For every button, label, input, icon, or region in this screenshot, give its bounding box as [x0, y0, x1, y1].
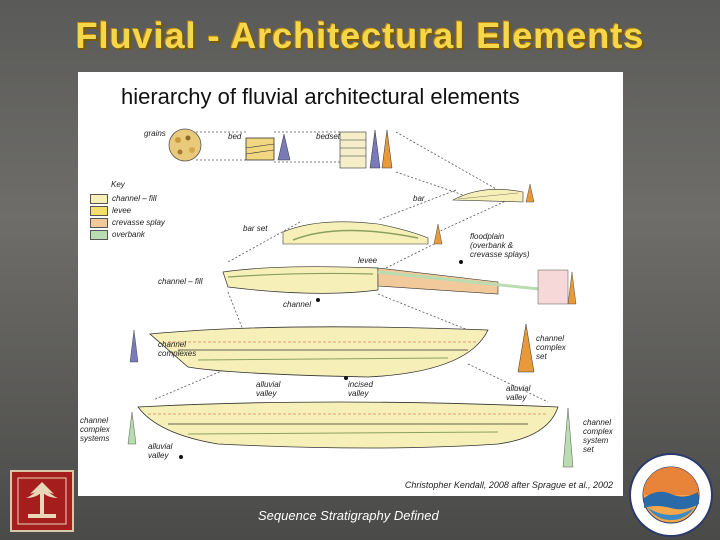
grains-element [169, 129, 201, 161]
key-swatch [90, 218, 108, 228]
bar-element [453, 184, 534, 202]
label-bedset: bedset [316, 132, 340, 141]
label-channel-fill: channel – fill [158, 277, 202, 286]
key-swatch [90, 194, 108, 204]
label-alluvial-valley-3: alluvial valley [148, 442, 172, 460]
channel-complex-systems-element [128, 402, 573, 467]
label-channel-complexes: channel complexes [158, 340, 196, 358]
label-incised-valley: incised valley [348, 380, 373, 398]
label-channel: channel [283, 300, 311, 309]
figure-title: hierarchy of fluvial architectural eleme… [121, 84, 520, 110]
key-label: crevasse splay [112, 218, 165, 227]
label-floodplain: floodplain (overbank & crevasse splays) [470, 232, 530, 259]
bar-set-element [283, 222, 442, 244]
bed-element [246, 134, 290, 160]
hierarchy-figure: hierarchy of fluvial architectural eleme… [78, 72, 623, 496]
label-channel-complex-system-set: channel complex system set [583, 418, 613, 454]
university-logo-icon [10, 470, 74, 532]
label-channel-complex-systems: channel complex systems [80, 416, 110, 443]
label-alluvial-valley-1: alluvial valley [256, 380, 280, 398]
label-alluvial-valley-2: alluvial valley [506, 384, 530, 402]
slide-title: Fluvial - Architectural Elements [0, 18, 720, 54]
figure-credit: Christopher Kendall, 2008 after Sprague … [405, 480, 613, 490]
label-levee: levee [358, 256, 377, 265]
key-label: channel – fill [112, 194, 156, 203]
channel-fill-element [223, 267, 576, 304]
key-swatch [90, 230, 108, 240]
label-grains: grains [144, 129, 166, 138]
label-bed: bed [228, 132, 241, 141]
key-label: overbank [112, 230, 145, 239]
geological-survey-seal-icon [628, 452, 714, 538]
key-title: Key [111, 180, 125, 189]
label-channel-complex-set: channel complex set [536, 334, 566, 361]
key-swatch [90, 206, 108, 216]
label-bar: bar [413, 194, 425, 203]
slide-caption: Sequence Stratigraphy Defined [258, 508, 439, 523]
key-label: levee [112, 206, 131, 215]
label-bar-set: bar set [243, 224, 267, 233]
bedset-element [340, 130, 392, 168]
